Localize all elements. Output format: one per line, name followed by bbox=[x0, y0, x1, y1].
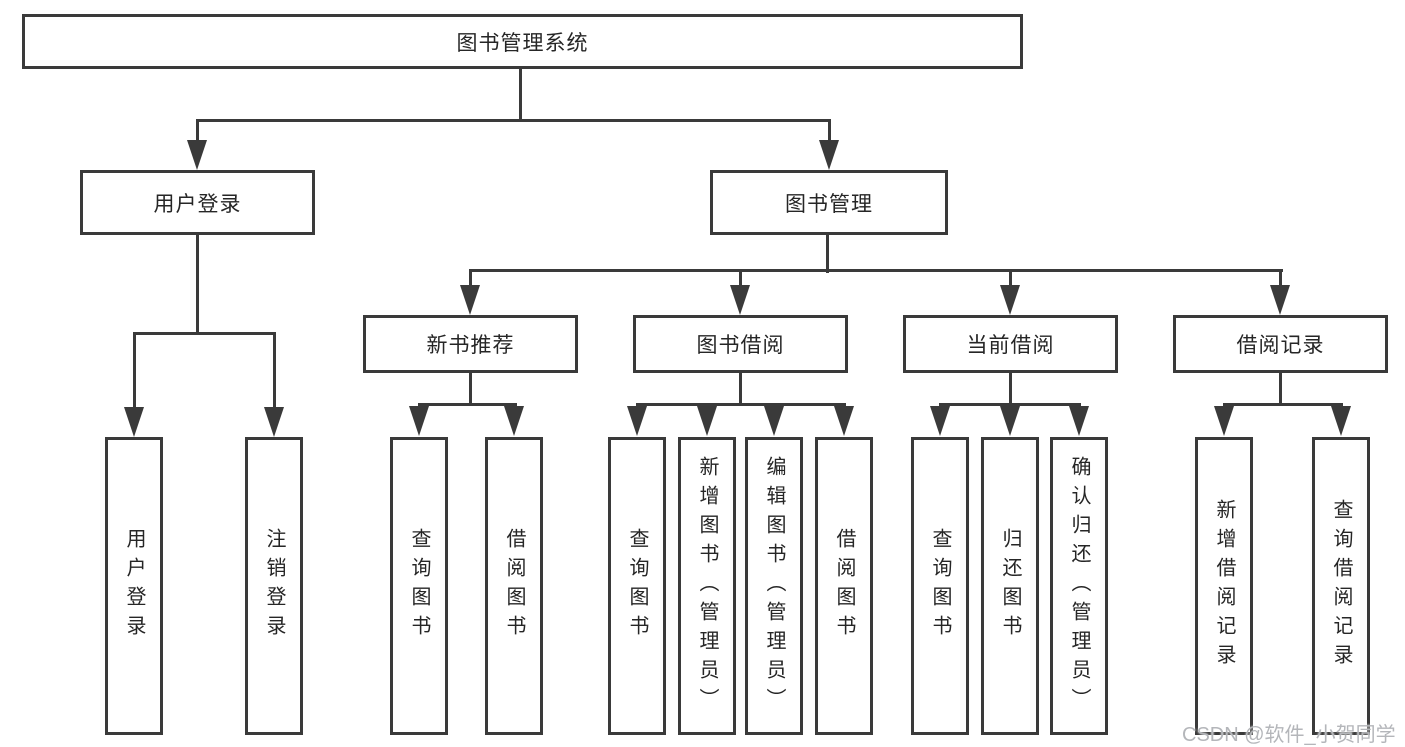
arrow-head bbox=[187, 140, 207, 170]
leaf-borrow-borrow-books: 借阅图书 bbox=[815, 437, 873, 735]
leaf-newbook-borrow-books: 借阅图书 bbox=[485, 437, 543, 735]
leaf-borrow-query-books: 查询图书 bbox=[608, 437, 666, 735]
leaf-logout-label: 注销登录 bbox=[263, 528, 285, 644]
connector-vline bbox=[1009, 373, 1012, 406]
connector-hline bbox=[1223, 403, 1343, 406]
connector-vline bbox=[739, 269, 742, 291]
leaf-current-query-books: 查询图书 bbox=[911, 437, 969, 735]
leaf-current-query-books-label: 查询图书 bbox=[929, 528, 951, 644]
connector-vline bbox=[519, 69, 522, 122]
connector-vline bbox=[826, 235, 829, 273]
arrow-head bbox=[1214, 406, 1234, 436]
node-book-borrow-label: 图书借阅 bbox=[696, 334, 785, 357]
arrow-head bbox=[1000, 285, 1020, 315]
node-borrow-records: 借阅记录 bbox=[1173, 315, 1388, 373]
node-user-login: 用户登录 bbox=[80, 170, 315, 235]
leaf-records-query-record: 查询借阅记录 bbox=[1312, 437, 1370, 735]
connector-vline bbox=[828, 119, 831, 145]
connector-vline bbox=[469, 269, 472, 291]
leaf-borrow-edit-books-admin: 编辑图书（管理员） bbox=[745, 437, 803, 735]
leaf-current-return-books: 归还图书 bbox=[981, 437, 1039, 735]
node-new-book-recommend: 新书推荐 bbox=[363, 315, 578, 373]
connector-vline bbox=[1279, 269, 1282, 291]
arrow-head bbox=[834, 406, 854, 436]
arrow-head bbox=[1000, 406, 1020, 436]
node-book-borrow: 图书借阅 bbox=[633, 315, 848, 373]
leaf-newbook-borrow-books-label: 借阅图书 bbox=[503, 528, 525, 644]
arrow-head bbox=[409, 406, 429, 436]
connector-vline bbox=[1279, 373, 1282, 406]
node-new-book-recommend-label: 新书推荐 bbox=[426, 334, 515, 357]
arrow-head bbox=[504, 406, 524, 436]
arrow-head bbox=[460, 285, 480, 315]
leaf-current-confirm-return-admin-label: 确认归还（管理员） bbox=[1068, 455, 1090, 717]
connector-vline bbox=[469, 373, 472, 406]
node-user-login-label: 用户登录 bbox=[153, 192, 242, 216]
node-root: 图书管理系统 bbox=[22, 14, 1023, 69]
arrow-head bbox=[124, 407, 144, 437]
arrow-head bbox=[1270, 285, 1290, 315]
connector-hline bbox=[418, 403, 517, 406]
arrow-head bbox=[730, 285, 750, 315]
arrow-head bbox=[819, 140, 839, 170]
connector-vline bbox=[1009, 269, 1012, 291]
node-root-label: 图书管理系统 bbox=[456, 31, 589, 55]
arrow-head bbox=[930, 406, 950, 436]
arrow-head bbox=[764, 406, 784, 436]
leaf-logout: 注销登录 bbox=[245, 437, 303, 735]
node-book-management: 图书管理 bbox=[710, 170, 948, 235]
leaf-records-query-record-label: 查询借阅记录 bbox=[1330, 499, 1352, 673]
leaf-user-login: 用户登录 bbox=[105, 437, 163, 735]
connector-hline bbox=[939, 403, 1081, 406]
connector-hline bbox=[636, 403, 846, 406]
arrow-head bbox=[627, 406, 647, 436]
leaf-borrow-query-books-label: 查询图书 bbox=[626, 528, 648, 644]
node-current-borrow: 当前借阅 bbox=[903, 315, 1118, 373]
connector-vline bbox=[196, 119, 199, 145]
leaf-newbook-query-books: 查询图书 bbox=[390, 437, 448, 735]
arrow-head bbox=[1069, 406, 1089, 436]
leaf-newbook-query-books-label: 查询图书 bbox=[408, 528, 430, 644]
connector-vline bbox=[133, 332, 136, 412]
node-borrow-records-label: 借阅记录 bbox=[1236, 334, 1325, 357]
connector-hline bbox=[469, 269, 1283, 272]
connector-hline bbox=[196, 119, 831, 122]
connector-vline bbox=[273, 332, 276, 412]
arrow-head bbox=[264, 407, 284, 437]
arrow-head bbox=[697, 406, 717, 436]
leaf-current-return-books-label: 归还图书 bbox=[999, 528, 1021, 644]
node-current-borrow-label: 当前借阅 bbox=[966, 334, 1055, 357]
arrow-head bbox=[1331, 406, 1351, 436]
connector-hline bbox=[133, 332, 276, 335]
connector-vline bbox=[196, 235, 199, 335]
leaf-borrow-add-books-admin: 新增图书（管理员） bbox=[678, 437, 736, 735]
connector-vline bbox=[739, 373, 742, 406]
leaf-borrow-add-books-admin-label: 新增图书（管理员） bbox=[696, 455, 718, 717]
leaf-records-add-record-label: 新增借阅记录 bbox=[1213, 499, 1235, 673]
leaf-user-login-label: 用户登录 bbox=[123, 528, 145, 644]
leaf-current-confirm-return-admin: 确认归还（管理员） bbox=[1050, 437, 1108, 735]
leaf-records-add-record: 新增借阅记录 bbox=[1195, 437, 1253, 735]
watermark: CSDN @软件_小贺同学 bbox=[1182, 724, 1396, 746]
leaf-borrow-borrow-books-label: 借阅图书 bbox=[833, 528, 855, 644]
node-book-management-label: 图书管理 bbox=[785, 192, 873, 216]
leaf-borrow-edit-books-admin-label: 编辑图书（管理员） bbox=[763, 455, 785, 717]
